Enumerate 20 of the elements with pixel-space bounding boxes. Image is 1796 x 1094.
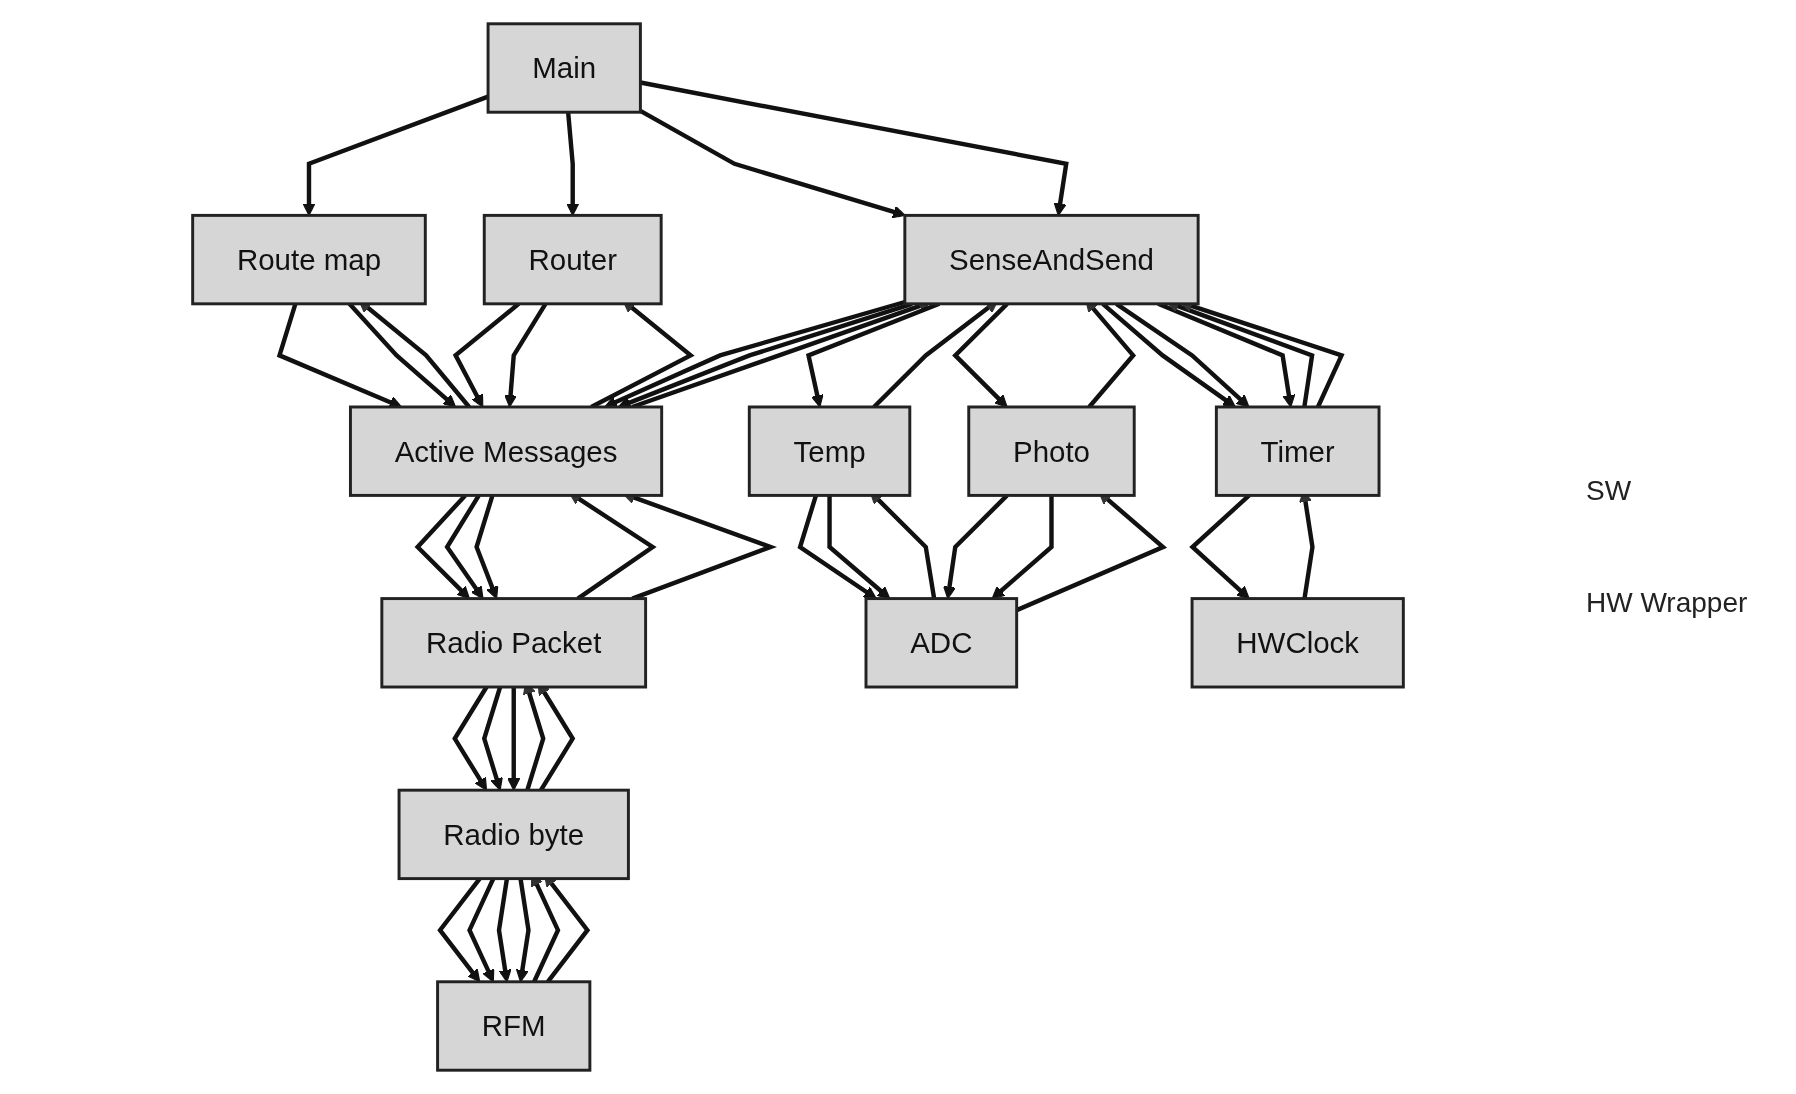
node-box: Temp <box>747 405 912 497</box>
layer-label: SW <box>1586 475 1633 507</box>
node-box: Photo <box>967 405 1136 497</box>
node-box: Radio byte <box>397 788 630 881</box>
arrow <box>639 108 906 219</box>
node-box: HWClock <box>1190 597 1405 689</box>
node-box: Main <box>486 22 642 114</box>
node-box: SenseAndSend <box>903 213 1200 306</box>
node-box: RFM <box>436 980 592 1072</box>
arrow <box>507 687 521 791</box>
node-box: Route map <box>191 213 427 306</box>
node-box: Router <box>482 213 663 306</box>
layer-label: HW Wrapper <box>1586 587 1749 619</box>
arrow <box>565 112 580 216</box>
node-box: Radio Packet <box>380 597 648 689</box>
arrow <box>302 94 489 216</box>
node-box: Active Messages <box>348 405 664 497</box>
node-box: Timer <box>1214 405 1381 497</box>
node-box: ADC <box>864 597 1019 689</box>
arrow <box>640 80 1069 216</box>
